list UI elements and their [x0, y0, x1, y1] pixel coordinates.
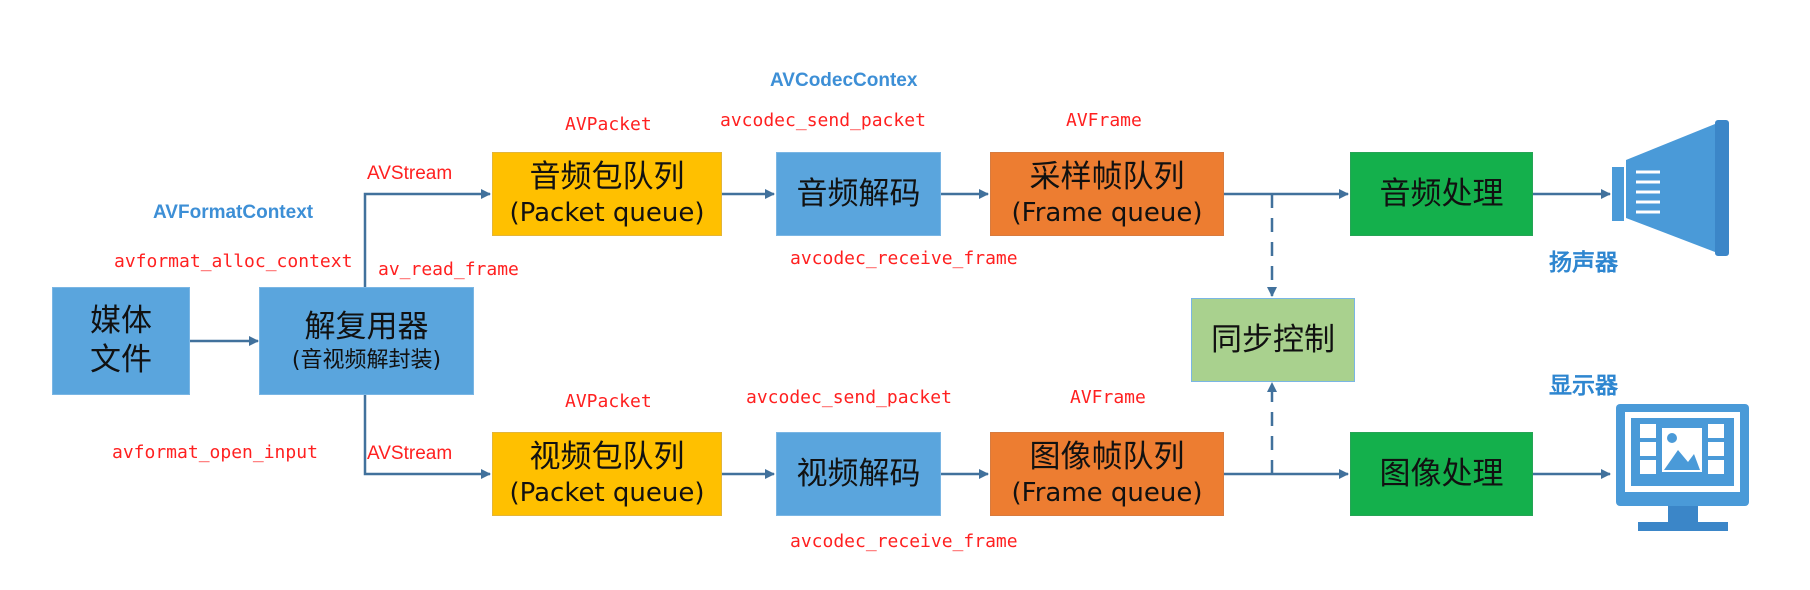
- sample-frame-queue-box: 采样帧队列 (Frame queue): [990, 152, 1224, 236]
- speaker-label: 扬声器: [1549, 250, 1618, 276]
- image-frame-queue-line1: 图像帧队列: [1029, 439, 1185, 476]
- arrow-demuxer-to-audio-queue: [363, 189, 491, 287]
- demuxer-line1: 解复用器: [304, 308, 429, 345]
- arrow-demuxer-to-video-queue: [363, 395, 491, 479]
- audio-process-box: 音频处理: [1350, 152, 1533, 236]
- av-read-frame-label: av_read_frame: [378, 259, 519, 280]
- audio-packet-queue-line2: (Packet queue): [509, 198, 705, 229]
- avcodeccontex-label: AVCodecContex: [770, 70, 918, 91]
- audio-process-line1: 音频处理: [1379, 175, 1504, 212]
- sample-frame-queue-line2: (Frame queue): [1011, 198, 1203, 229]
- sync-control-line1: 同步控制: [1211, 321, 1335, 358]
- image-process-box: 图像处理: [1350, 432, 1533, 516]
- media-file-box: 媒体 文件: [52, 287, 190, 395]
- demuxer-line2: (音视频解封装): [291, 347, 442, 373]
- avformat-alloc-context-label: avformat_alloc_context: [114, 251, 353, 272]
- image-process-line1: 图像处理: [1379, 455, 1504, 492]
- monitor-icon: [1616, 404, 1749, 531]
- avstream-top-label: AVStream: [367, 163, 453, 184]
- receive-frame-bottom-label: avcodec_receive_frame: [790, 531, 1018, 552]
- demuxer-box: 解复用器 (音视频解封装): [259, 287, 474, 395]
- avframe-top-label: AVFrame: [1066, 110, 1142, 131]
- video-decode-line1: 视频解码: [796, 455, 921, 492]
- avstream-bottom-label: AVStream: [367, 443, 453, 464]
- video-packet-queue-box: 视频包队列 (Packet queue): [492, 432, 722, 516]
- audio-packet-queue-line1: 音频包队列: [529, 159, 685, 196]
- audio-decode-box: 音频解码: [776, 152, 941, 236]
- video-packet-queue-line2: (Packet queue): [509, 478, 705, 509]
- avpacket-top-label: AVPacket: [565, 114, 652, 135]
- avframe-bottom-label: AVFrame: [1070, 387, 1146, 408]
- send-packet-top-label: avcodec_send_packet: [720, 110, 926, 131]
- media-file-line2: 文件: [90, 342, 152, 378]
- media-file-line1: 媒体: [90, 303, 152, 340]
- display-label: 显示器: [1549, 373, 1618, 399]
- receive-frame-top-label: avcodec_receive_frame: [790, 248, 1018, 269]
- video-decode-box: 视频解码: [776, 432, 941, 516]
- sample-frame-queue-line1: 采样帧队列: [1029, 159, 1185, 196]
- send-packet-bottom-label: avcodec_send_packet: [746, 387, 952, 408]
- avformat-open-input-label: avformat_open_input: [112, 442, 318, 463]
- avpacket-bottom-label: AVPacket: [565, 391, 652, 412]
- image-frame-queue-line2: (Frame queue): [1011, 478, 1203, 509]
- audio-decode-line1: 音频解码: [796, 175, 921, 212]
- image-frame-queue-box: 图像帧队列 (Frame queue): [990, 432, 1224, 516]
- avformatcontext-label: AVFormatContext: [153, 202, 314, 223]
- video-packet-queue-line1: 视频包队列: [529, 439, 685, 476]
- megaphone-icon: [1612, 120, 1729, 256]
- sync-control-box: 同步控制: [1191, 298, 1355, 382]
- audio-packet-queue-box: 音频包队列 (Packet queue): [492, 152, 722, 236]
